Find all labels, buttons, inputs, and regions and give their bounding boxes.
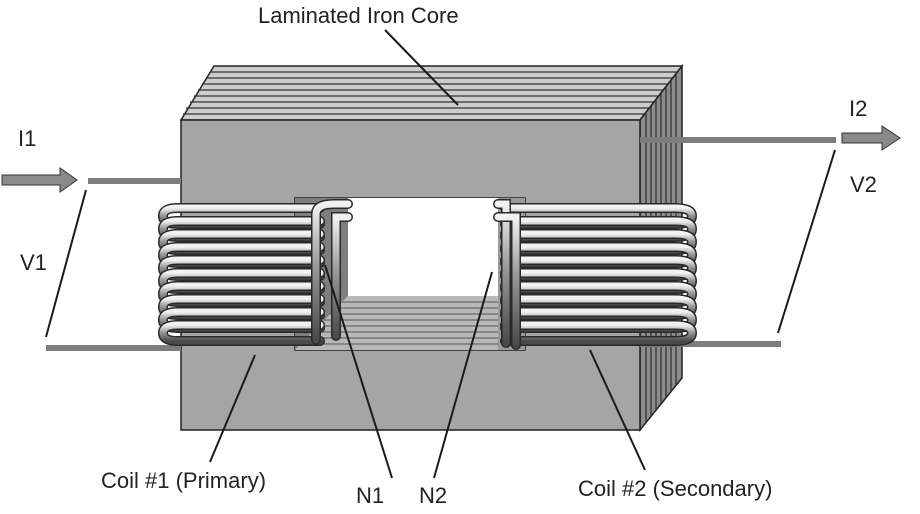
window-inner-bottom: [295, 296, 525, 350]
core-leader-line: [384, 29, 459, 106]
n1-leader-line: [324, 264, 393, 479]
n1-label: N1: [356, 483, 385, 508]
v2-label: V2: [850, 172, 877, 197]
core-window-opening: [348, 198, 498, 296]
n2-leader-line: [433, 271, 493, 479]
window-bottom-laminations: [300, 301, 525, 345]
i2-label: I2: [849, 96, 868, 121]
coil1-label: Coil #1 (Primary): [101, 468, 267, 493]
current-arrow-i2: [841, 125, 901, 151]
leader-lines: [45, 29, 836, 479]
primary-coil-windings: [157, 199, 353, 346]
core-label: Laminated Iron Core: [258, 3, 459, 28]
core-top-face: [179, 65, 684, 121]
v1-voltage-line: [45, 189, 87, 338]
coil2-label: Coil #2 (Secondary): [578, 476, 773, 501]
current-arrow-i1: [1, 167, 78, 193]
secondary-coil-windings: [493, 199, 698, 350]
coil2-leader-line: [589, 349, 646, 471]
v1-label: V1: [20, 250, 47, 275]
v2-voltage-line: [777, 149, 836, 334]
coil1-leader-line: [209, 354, 256, 463]
i1-label: I1: [18, 126, 37, 151]
n2-label: N2: [419, 483, 448, 508]
core-top-laminations: [183, 71, 678, 115]
